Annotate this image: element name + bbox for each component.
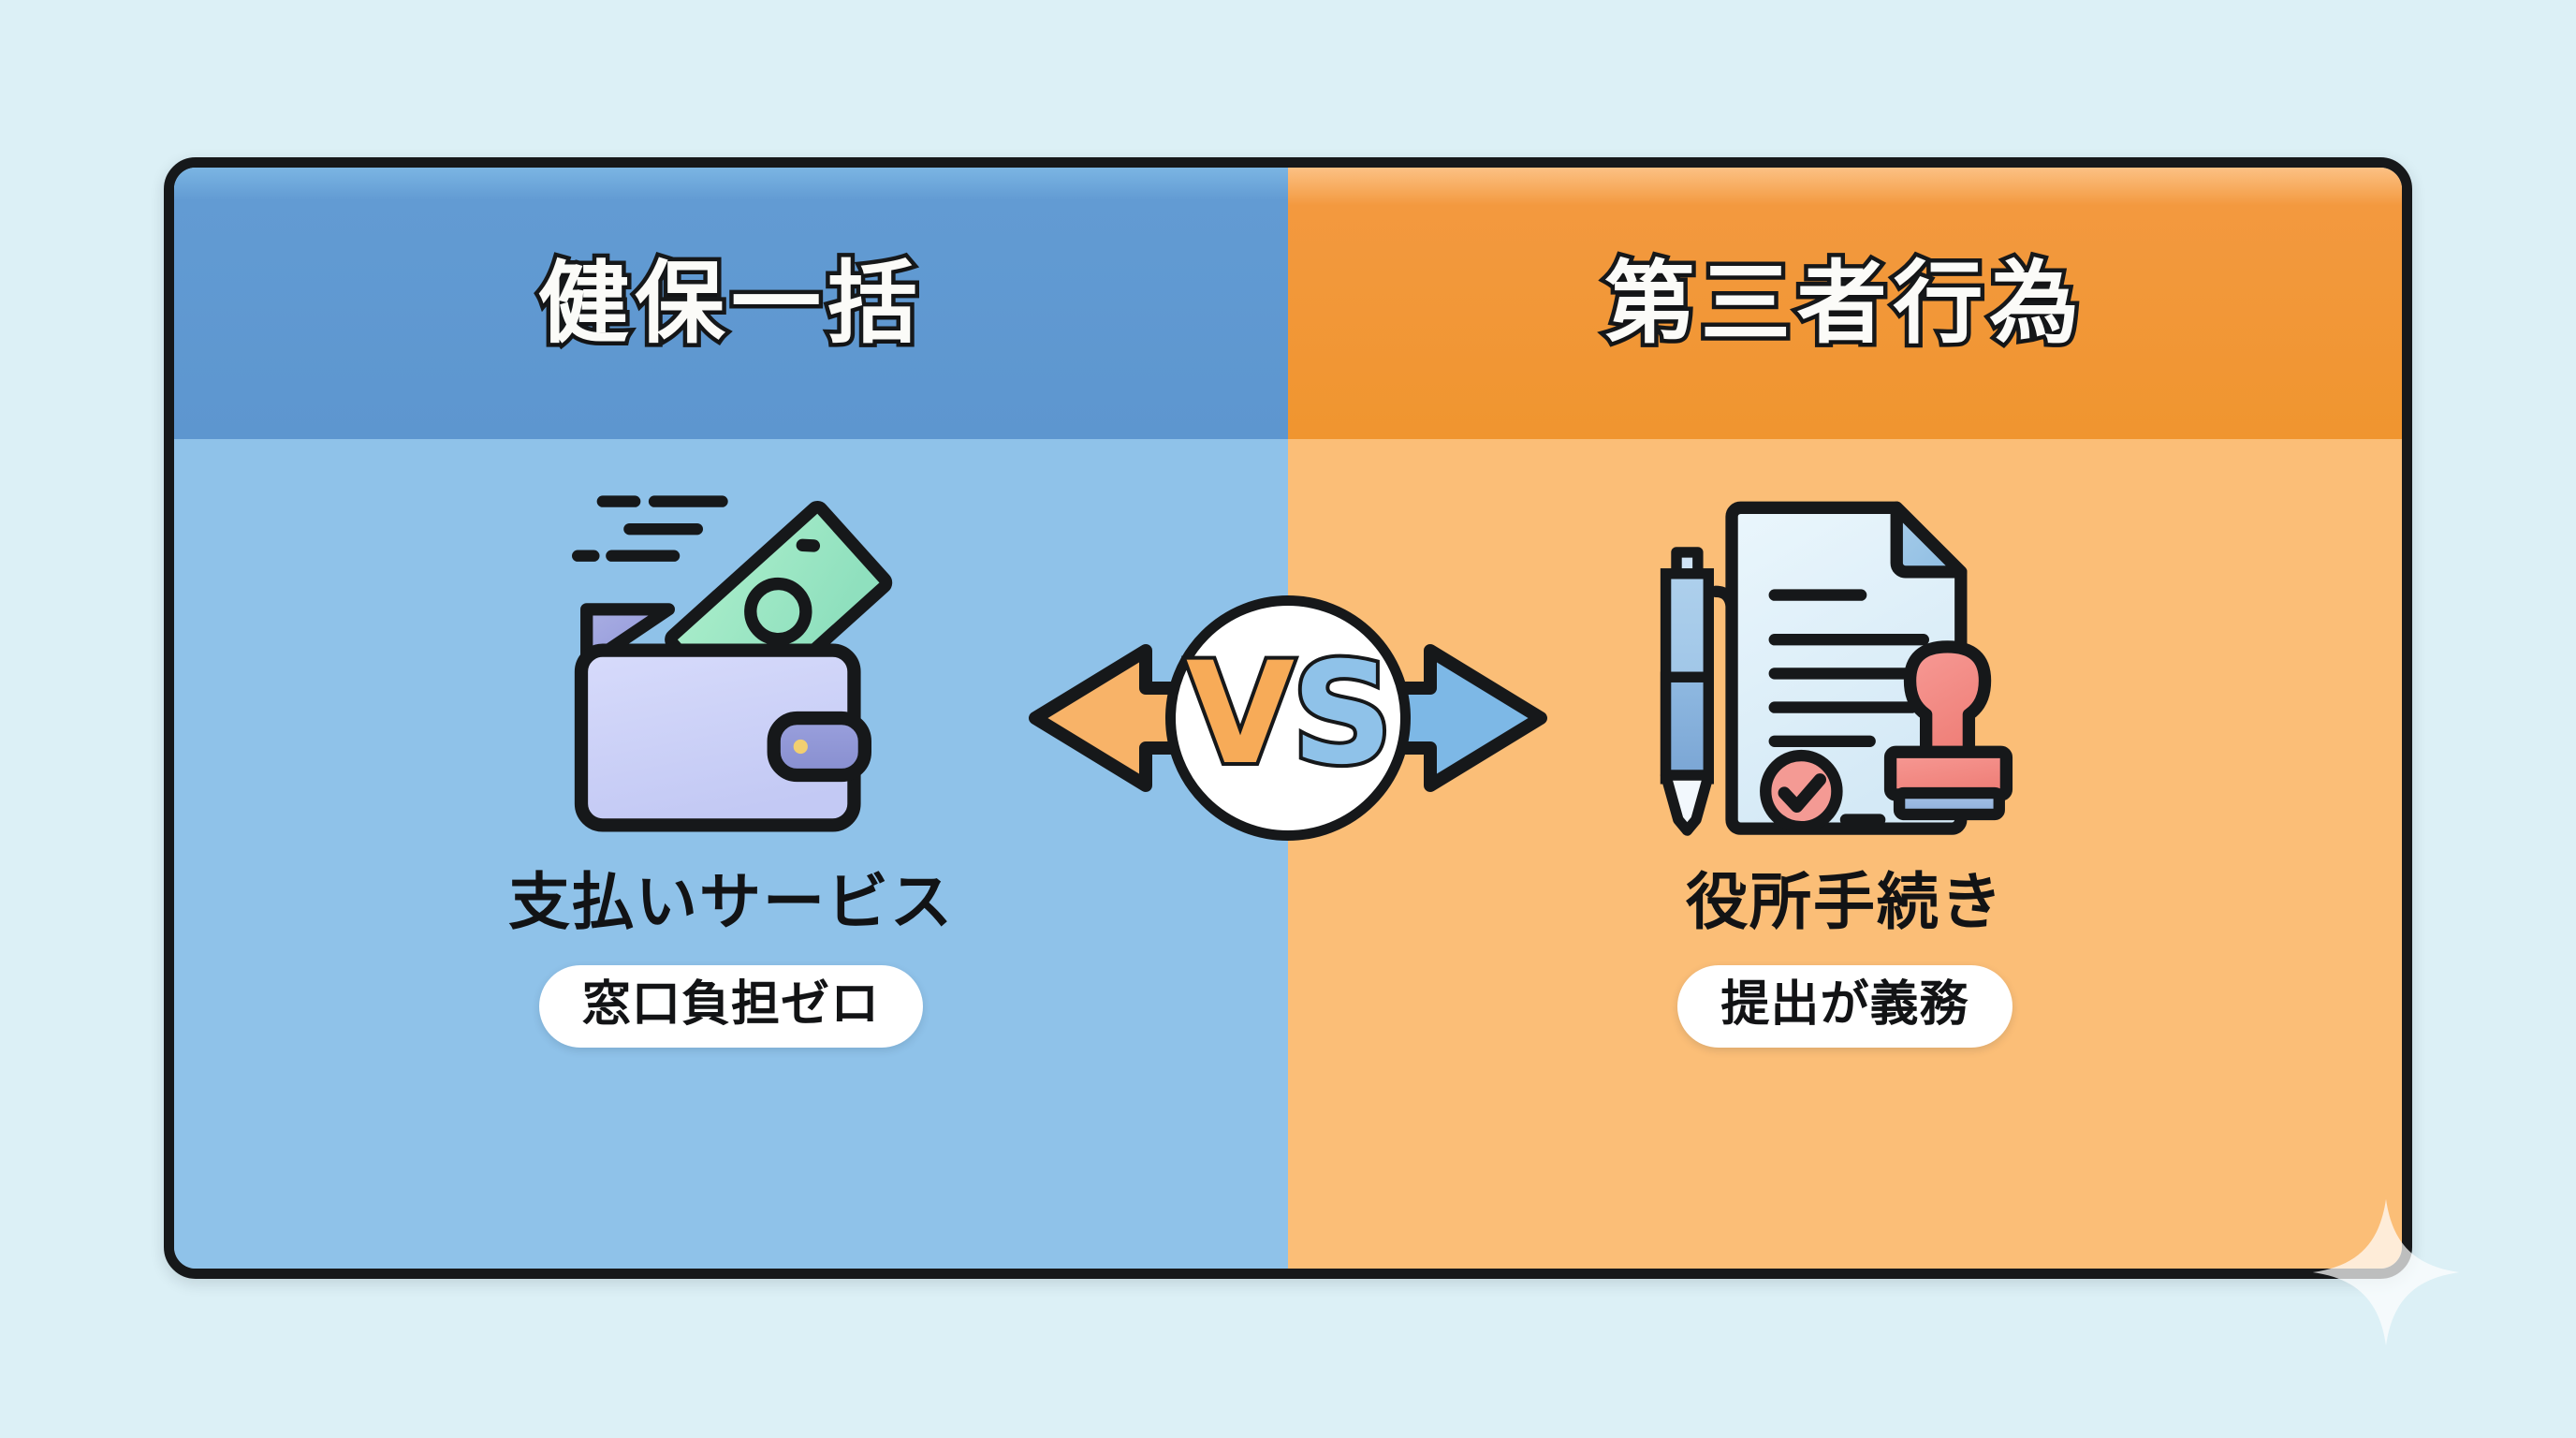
panel-right-caption: 役所手続き — [1686, 866, 2004, 938]
panel-left[interactable]: 健保一括 — [174, 168, 1288, 1269]
document-with-pen-and-stamp-icon — [1644, 462, 2046, 864]
panel-right-body: 役所手続き 提出が義務 — [1288, 439, 2402, 1269]
page-fold-icon — [1890, 501, 1968, 579]
comparison-card: 健保一括 — [164, 157, 2412, 1279]
panel-left-title: 健保一括 — [534, 251, 924, 356]
panel-left-body: 支払いサービス 窓口負担ゼロ — [174, 439, 1288, 1269]
panel-right[interactable]: 第三者行為 — [1288, 168, 2402, 1269]
document-text-lines — [1768, 589, 1929, 826]
wallet-with-cash-icon — [544, 462, 918, 864]
motion-lines-icon — [572, 495, 728, 562]
pen-icon — [1660, 547, 1738, 836]
panel-left-caption: 支払いサービス — [508, 866, 954, 938]
panel-right-title: 第三者行為 — [1601, 251, 2086, 356]
stamp-icon — [1883, 640, 2013, 821]
check-circle-icon — [1760, 749, 1843, 833]
panel-left-badge: 窓口負担ゼロ — [538, 965, 924, 1048]
panel-left-header: 健保一括 — [174, 168, 1288, 439]
panel-right-header: 第三者行為 — [1288, 168, 2402, 439]
panel-right-badge: 提出が義務 — [1677, 965, 2012, 1048]
